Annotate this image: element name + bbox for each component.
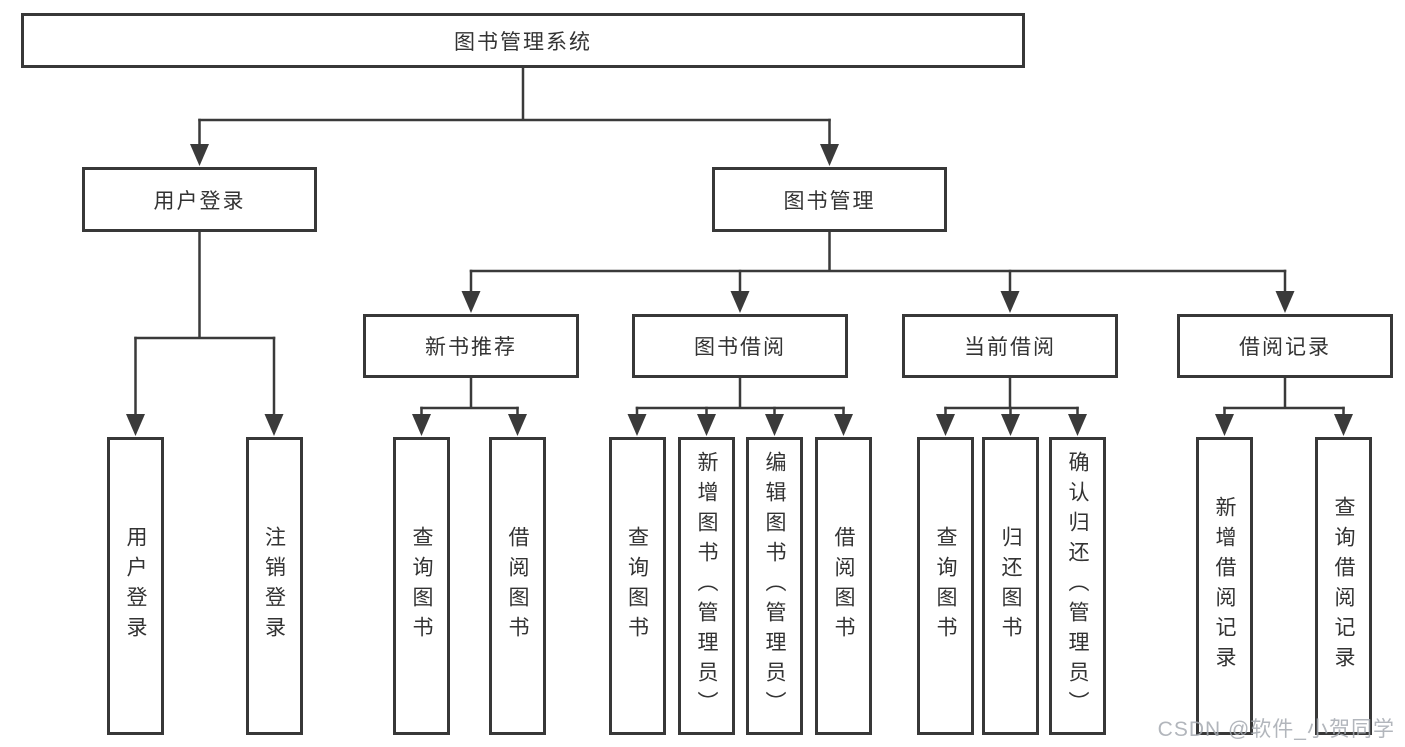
csdn-watermark: CSDN @软件_小贺同学	[1157, 718, 1395, 741]
node-library-system: 图书管理系统	[21, 13, 1025, 68]
node-book-borrowing: 图书借阅	[632, 314, 848, 378]
node-new-book-recommend-label: 新书推荐	[425, 336, 517, 359]
node-user-login: 用户登录	[82, 167, 317, 232]
node-book-management: 图书管理	[712, 167, 947, 232]
leaf-borrow-books: 借阅图书	[815, 437, 872, 735]
connector-borrow-record-split	[1223, 376, 1345, 410]
connector-user-login-split	[134, 230, 276, 340]
connector-book-borrow-split	[635, 376, 845, 410]
leaf-logout: 注销登录	[245, 437, 303, 735]
leaf-borrow-books-recommend: 借阅图书	[489, 437, 546, 735]
leaf-query-borrow-record: 查询借阅记录	[1315, 437, 1372, 735]
node-new-book-recommend: 新书推荐	[363, 314, 579, 378]
arrowheads	[126, 144, 1353, 436]
node-user-login-label: 用户登录	[153, 189, 246, 213]
node-borrowing-records: 借阅记录	[1177, 314, 1393, 378]
node-book-management-label: 图书管理	[783, 189, 876, 213]
leaf-confirm-return-admin: 确认归还（管理员）	[1049, 437, 1106, 735]
node-book-borrowing-label: 图书借阅	[694, 336, 786, 359]
leaf-query-books-recommend: 查询图书	[393, 437, 450, 735]
leaf-edit-books-admin: 编辑图书（管理员）	[746, 437, 803, 735]
node-current-borrowing-label: 当前借阅	[964, 336, 1056, 359]
connector-new-book-split	[420, 376, 519, 410]
leaf-user-login: 用户登录	[107, 437, 164, 735]
leaf-add-books-admin: 新增图书（管理员）	[678, 437, 735, 735]
node-borrowing-records-label: 借阅记录	[1239, 336, 1331, 359]
connector-book-mgmt-split	[469, 230, 1287, 273]
leaf-add-borrow-record: 新增借阅记录	[1196, 437, 1253, 735]
connector-current-borrow-split	[944, 376, 1079, 410]
leaf-return-books: 归还图书	[982, 437, 1039, 735]
leaf-query-books-current: 查询图书	[917, 437, 974, 735]
connector-root-split	[198, 66, 831, 122]
node-library-system-label: 图书管理系统	[454, 30, 592, 54]
node-current-borrowing: 当前借阅	[902, 314, 1118, 378]
leaf-query-books-borrowing: 查询图书	[608, 437, 666, 735]
